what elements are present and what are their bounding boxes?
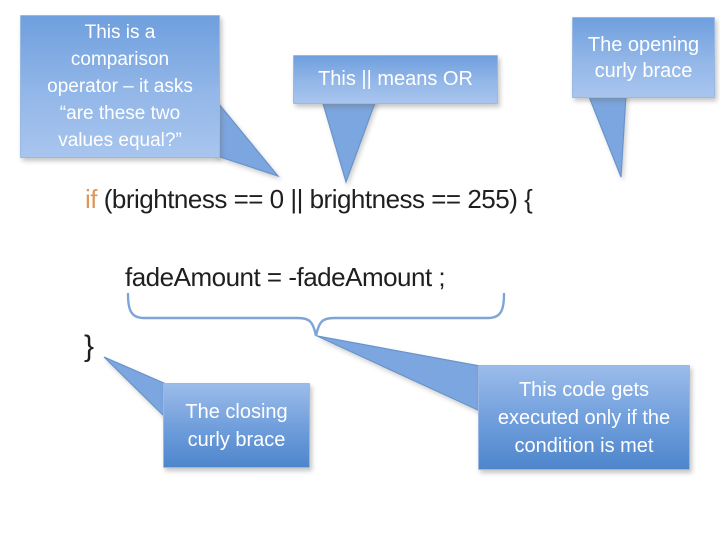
code-line-closing-brace: } (84, 330, 94, 364)
code-line-fadeamount: fadeAmount = -fadeAmount ; (125, 262, 446, 293)
callout-or-operator: This || means OR (293, 55, 498, 104)
code-if-condition-rest: (brightness == 0 || brightness == 255) { (97, 184, 533, 214)
code-closing-brace-text: } (84, 330, 94, 363)
closing-brace-callout-pointer (103, 356, 167, 420)
code-if-keyword: if (85, 184, 98, 214)
callout-or-text: This || means OR (318, 68, 473, 90)
or-callout-pointer (321, 99, 377, 184)
callout-executed-code: This code gets executed only if the cond… (478, 365, 690, 470)
callout-executed-text: This code gets executed only if the cond… (497, 378, 671, 457)
callout-closing-text: The closing curly brace (185, 400, 288, 451)
callout-comparison-text: This is a comparison operator – it asks … (47, 22, 193, 151)
horizontal-curly-brace (126, 292, 506, 337)
opening-brace-callout-pointer (587, 93, 627, 178)
code-line-if-condition: if (brightness == 0 || brightness == 255… (85, 184, 533, 215)
callout-comparison-operator: This is a comparison operator – it asks … (20, 15, 220, 158)
callout-opening-brace: The opening curly brace (572, 17, 715, 98)
executed-callout-pointer (316, 335, 481, 412)
callout-closing-brace: The closing curly brace (163, 383, 310, 468)
code-fadeamount-text: fadeAmount = -fadeAmount ; (125, 262, 446, 292)
comparison-callout-pointer (213, 96, 280, 178)
callout-opening-text: The opening curly brace (587, 33, 700, 82)
